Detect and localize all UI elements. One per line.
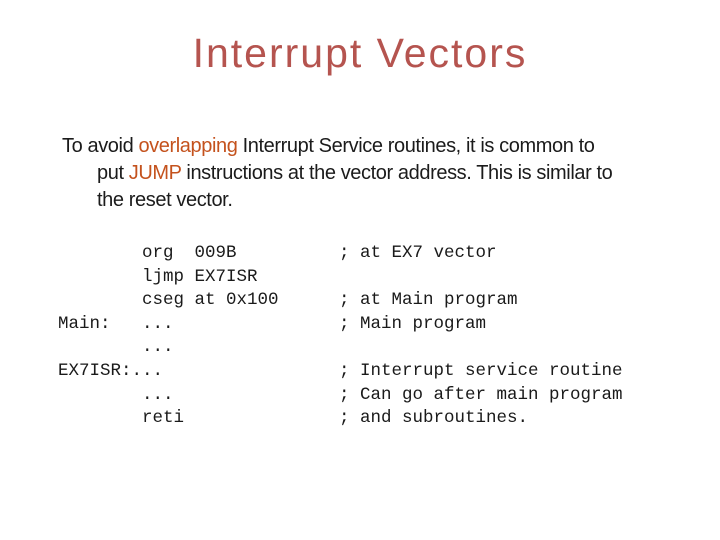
code-source: Main: ... xyxy=(58,313,174,334)
paragraph-line: put JUMP instructions at the vector addr… xyxy=(62,160,613,187)
paragraph-line: the reset vector. xyxy=(62,187,612,214)
paragraph-line: To avoid overlapping Interrupt Service r… xyxy=(62,133,612,160)
code-comment: ; Can go after main program xyxy=(339,384,623,405)
text-run: To avoid xyxy=(62,135,139,157)
code-source: ... xyxy=(58,384,174,405)
code-line: Main: ... ; Main program xyxy=(58,313,623,337)
slide-title: Interrupt Vectors xyxy=(192,30,528,76)
code-comment: ; Main program xyxy=(339,313,487,334)
code-line: ljmp EX7ISR xyxy=(58,266,623,290)
code-line: EX7ISR:... ; Interrupt service routine xyxy=(58,360,623,384)
code-source: cseg at 0x100 xyxy=(58,290,279,311)
code-comment: ; at Main program xyxy=(339,290,518,311)
code-comment: ; Interrupt service routine xyxy=(339,360,623,381)
code-line: reti ; and subroutines. xyxy=(58,407,623,431)
code-line: cseg at 0x100 ; at Main program xyxy=(58,289,623,313)
code-line: org 009B ; at EX7 vector xyxy=(58,242,623,266)
text-run: the reset vector. xyxy=(97,189,233,211)
code-block: org 009B ; at EX7 vector ljmp EX7ISR cseg… xyxy=(58,242,623,431)
code-line: ... xyxy=(58,336,623,360)
text-run: Interrupt Service routines, it is common… xyxy=(237,135,595,157)
code-line: ... ; Can go after main program xyxy=(58,384,623,408)
accent-text-run: JUMP xyxy=(128,162,182,184)
code-source: EX7ISR:... xyxy=(58,360,164,381)
code-source: org 009B xyxy=(58,243,237,263)
code-comment: ; at EX7 vector xyxy=(339,243,497,263)
text-run: instructions at the vector address. This… xyxy=(181,162,613,184)
code-source: reti xyxy=(58,408,185,429)
code-source: ljmp EX7ISR xyxy=(58,266,258,287)
accent-text-run: overlapping xyxy=(138,135,238,157)
code-source: ... xyxy=(58,337,174,358)
body-paragraph: To avoid overlapping Interrupt Service r… xyxy=(62,133,613,214)
text-run: put xyxy=(97,162,129,184)
code-comment: ; and subroutines. xyxy=(339,408,529,429)
